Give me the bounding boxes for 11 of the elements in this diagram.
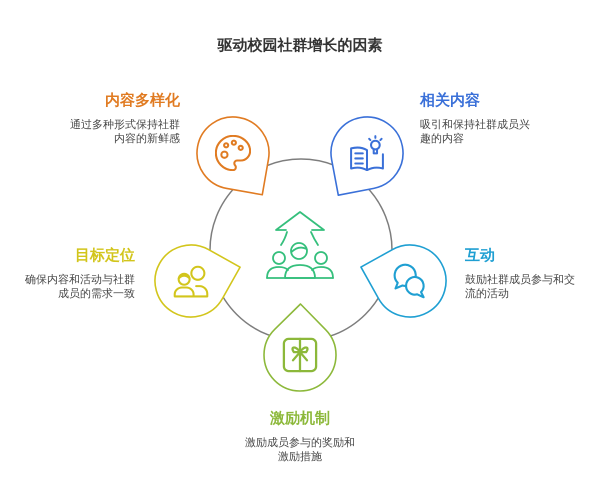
factor-description: 通过多种形式保持社群内容的新鲜感 [69, 118, 180, 146]
factor-heading: 内容多样化 [105, 90, 180, 110]
factor-description: 鼓励社群成员参与和交流的活动 [465, 273, 576, 301]
title: 驱动校园社群增长的因素 [218, 35, 382, 56]
factor-heading: 目标定位 [75, 245, 135, 265]
factor-description: 吸引和保持社群成员兴趣的内容 [420, 118, 531, 146]
factor-description: 激励成员参与的奖励和激励措施 [244, 436, 356, 464]
factor-heading: 互动 [465, 245, 495, 265]
factor-description: 确保内容和活动与社群成员的需求一致 [24, 273, 135, 301]
factor-heading: 相关内容 [420, 90, 480, 110]
factor-heading: 激励机制 [270, 408, 330, 428]
